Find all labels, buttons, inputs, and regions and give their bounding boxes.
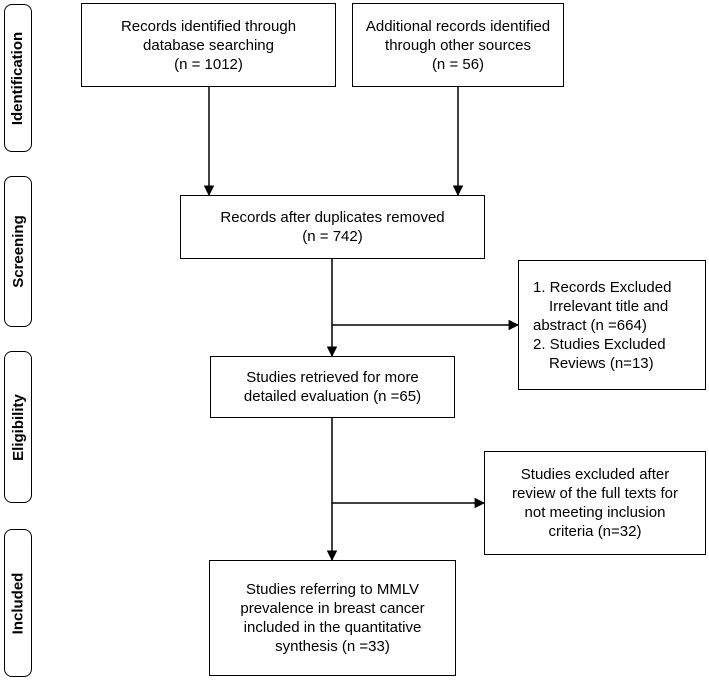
- included-line-2: prevalence in breast cancer: [240, 600, 425, 617]
- after-duplicates-line-2: (n = 742): [302, 228, 363, 245]
- phase-screening: Screening: [4, 176, 32, 327]
- after-duplicates-line-1: Records after duplicates removed: [220, 209, 445, 226]
- included-line-1: Studies referring to MMLV: [245, 581, 420, 598]
- retrieved-box: Studies retrieved for more detailed eval…: [210, 356, 455, 418]
- retrieved-line-1: Studies retrieved for more: [246, 369, 419, 386]
- database-search-line-3: (n = 1012): [174, 55, 243, 73]
- screening-exclusion-line-3: abstract (n =664): [533, 316, 647, 334]
- screening-exclusion-line-2: Irrelevant title and: [549, 297, 669, 315]
- retrieved-line-2: detailed evaluation (n =65): [243, 388, 422, 405]
- phase-included: Included: [4, 529, 32, 677]
- fulltext-exclusion-line-3: not meeting inclusion: [524, 504, 666, 521]
- phase-identification: Identification: [4, 4, 32, 152]
- fulltext-exclusion-line-4: criteria (n=32): [548, 523, 642, 540]
- database-search-line-2: database searching: [143, 36, 274, 54]
- database-search-line-1: Records identified through: [120, 17, 297, 35]
- after-duplicates-box: Records after duplicates removed (n = 74…: [180, 195, 485, 259]
- other-sources-line-2: through other sources: [385, 36, 531, 54]
- phase-eligibility: Eligibility: [4, 351, 32, 503]
- included-box: Studies referring to MMLV prevalence in …: [209, 560, 456, 676]
- screening-exclusion-line-4: 2. Studies Excluded: [533, 335, 666, 353]
- included-line-3: included in the quantitative: [243, 619, 422, 636]
- included-line-4: synthesis (n =33): [275, 638, 390, 655]
- screening-exclusion-line-1: 1. Records Excluded: [533, 278, 672, 296]
- screening-exclusion-box: 1. Records Excluded Irrelevant title and…: [518, 260, 706, 390]
- fulltext-exclusion-line-1: Studies excluded after: [520, 466, 670, 483]
- other-sources-box: Additional records identified through ot…: [352, 3, 564, 87]
- fulltext-exclusion-line-2: review of the full texts for: [512, 485, 678, 502]
- database-search-box: Records identified through database sear…: [81, 3, 336, 87]
- other-sources-line-1: Additional records identified: [365, 17, 551, 35]
- other-sources-line-3: (n = 56): [431, 55, 485, 73]
- screening-exclusion-line-5: Reviews (n=13): [549, 354, 654, 372]
- fulltext-exclusion-box: Studies excluded after review of the ful…: [484, 451, 706, 555]
